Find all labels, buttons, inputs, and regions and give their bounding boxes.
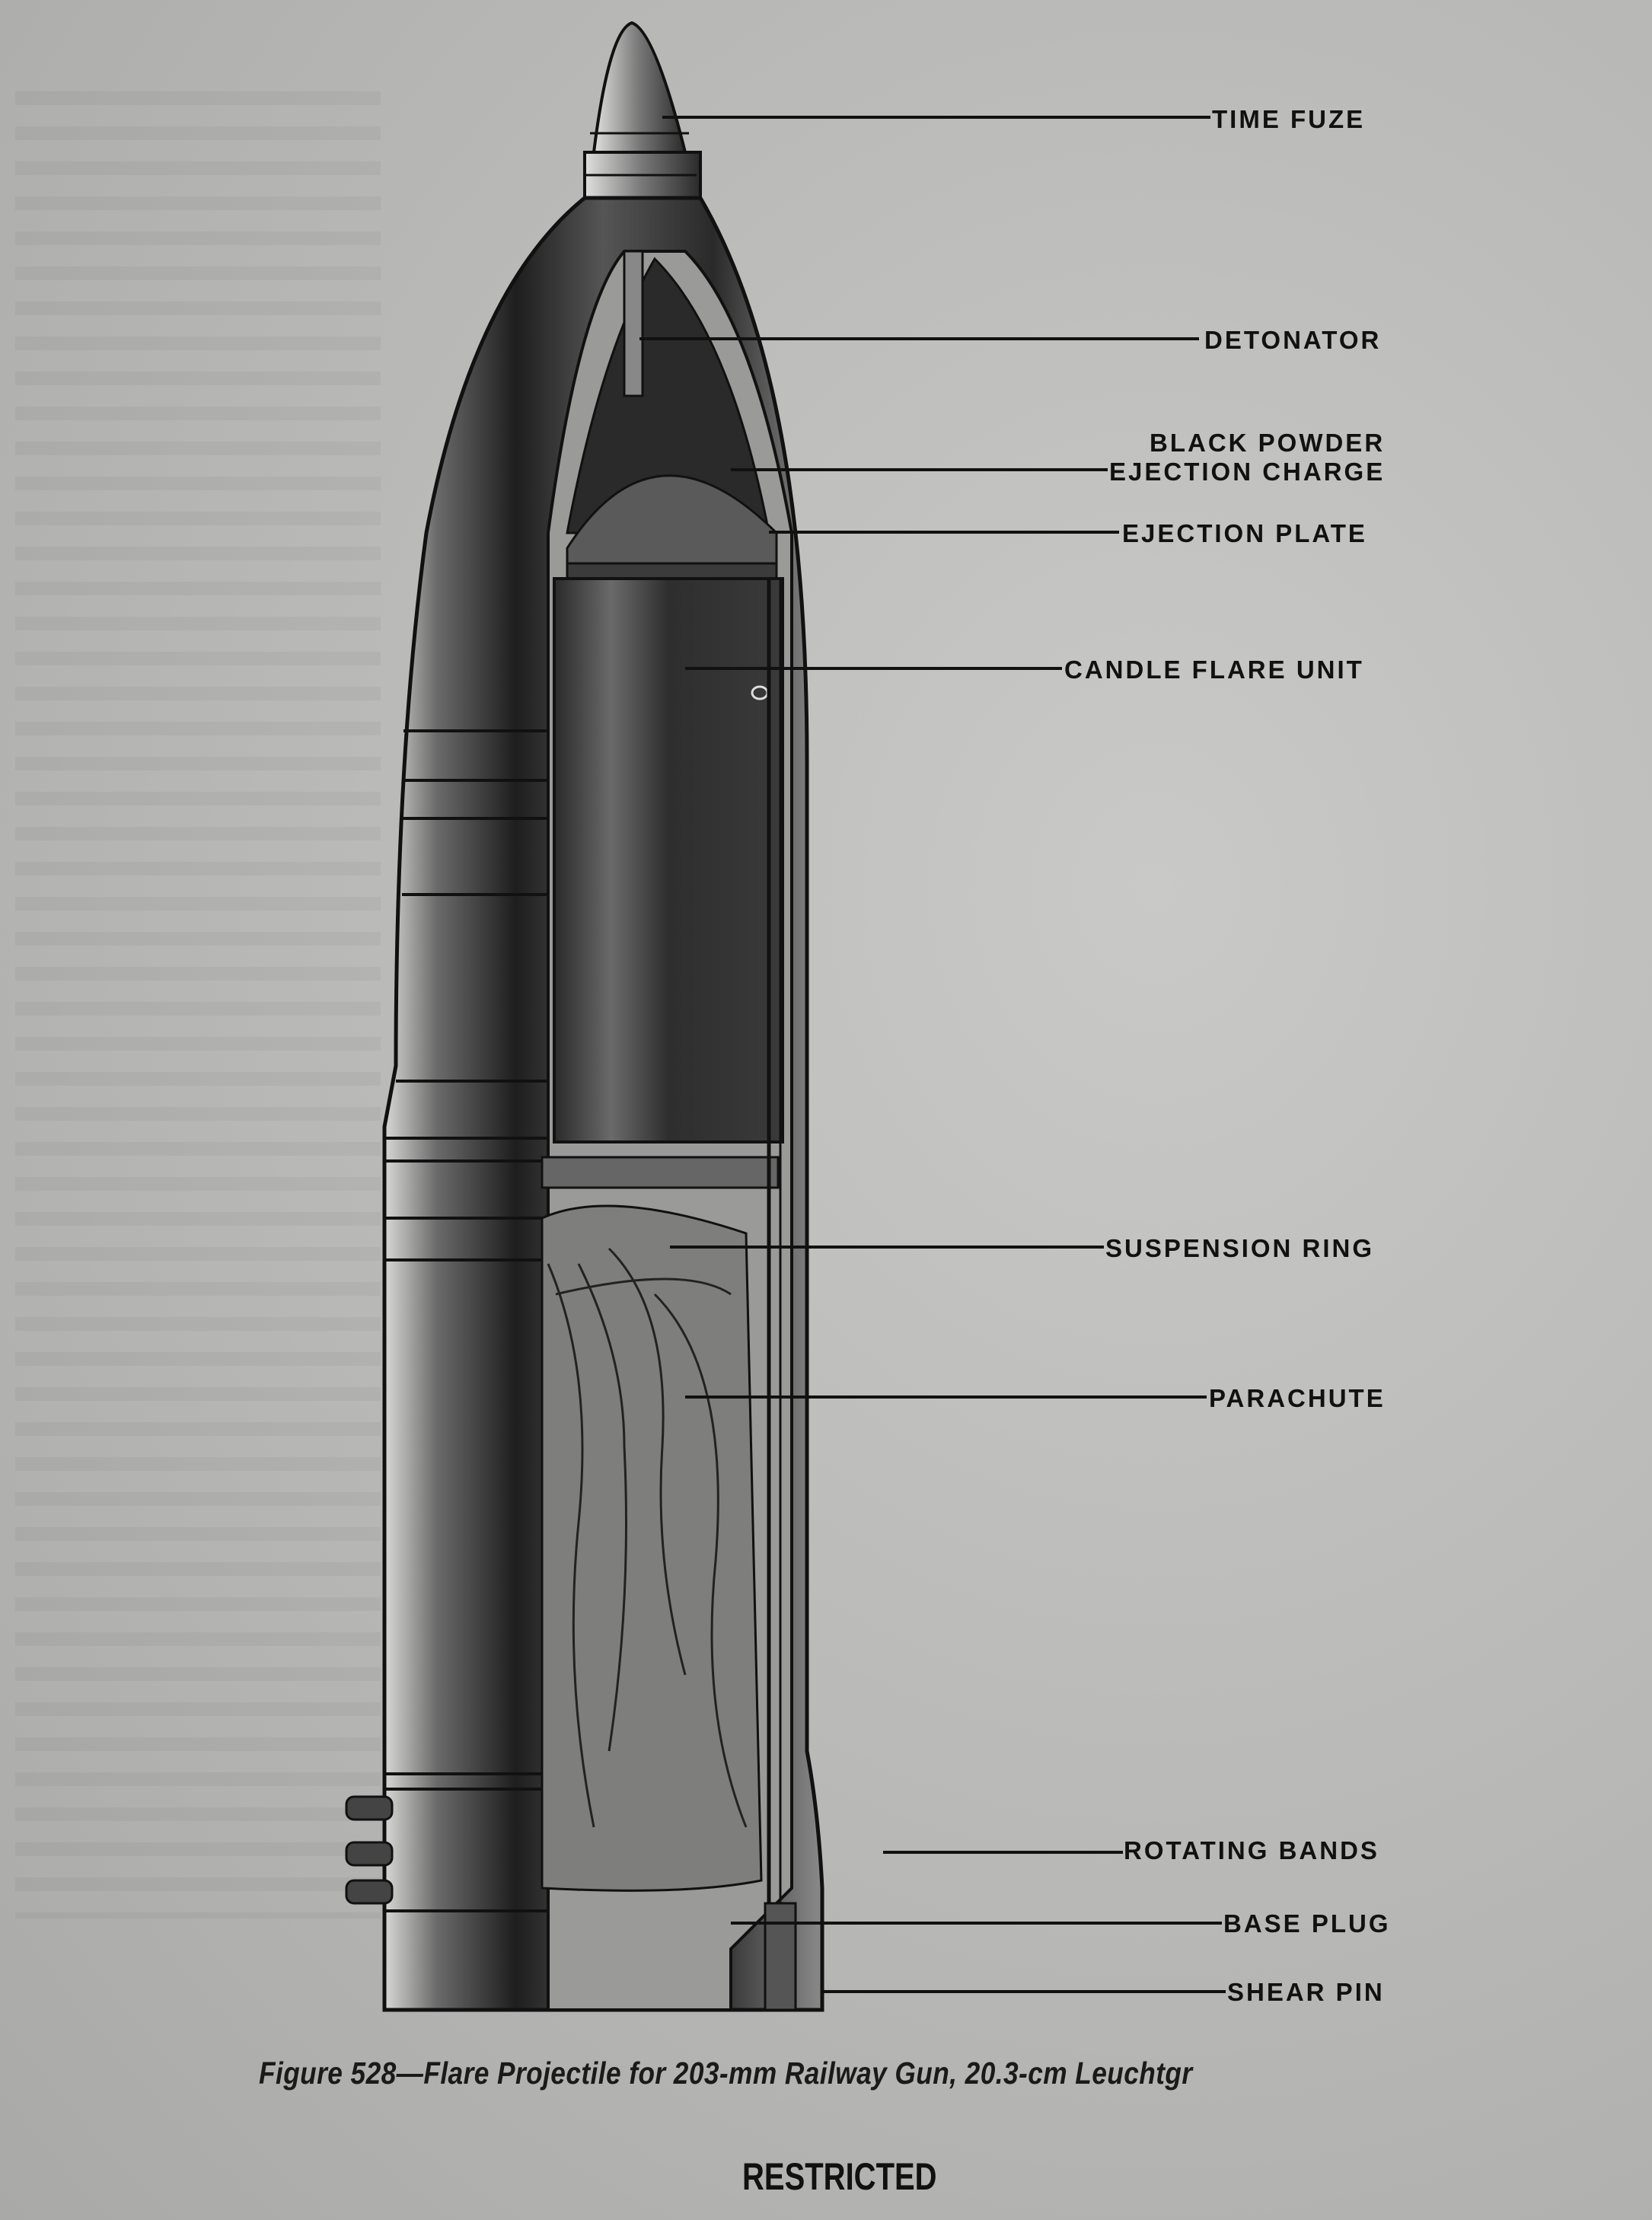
label-time-fuze: TIME FUZE: [1212, 105, 1366, 133]
label-ejection-plate: EJECTION PLATE: [1122, 519, 1367, 547]
leader-ejection-plate: [769, 531, 1119, 534]
leader-rotating-bands: [883, 1851, 1123, 1854]
rotating-band-ridges: [345, 1795, 394, 1905]
label-detonator: DETONATOR: [1204, 326, 1382, 354]
bleed-through-text: [15, 91, 381, 1919]
label-parachute: PARACHUTE: [1209, 1384, 1386, 1412]
label-black-powder: BLACK POWDER: [1150, 429, 1386, 457]
parachute-part: [541, 1204, 763, 1892]
leader-shear-pin: [822, 1990, 1226, 1993]
leader-detonator: [639, 337, 1199, 340]
label-rotating-bands: ROTATING BANDS: [1124, 1836, 1379, 1864]
base-plug-part: [764, 1902, 797, 2011]
leader-base-plug: [731, 1922, 1222, 1925]
leader-time-fuze: [662, 116, 1210, 119]
label-candle-flare-unit: CANDLE FLARE UNIT: [1064, 655, 1364, 684]
body-rings: [384, 729, 548, 1912]
figure-caption: Figure 528—Flare Projectile for 203-mm R…: [259, 2056, 1193, 2091]
leader-ejection-charge: [731, 468, 1108, 471]
label-shear-pin: SHEAR PIN: [1227, 1978, 1385, 2006]
leader-candle-flare-unit: [685, 667, 1062, 670]
time-fuze-part: [583, 21, 702, 199]
detonator-part: [623, 250, 644, 397]
suspension-ring-part: [541, 1156, 780, 1189]
classification-marking: RESTRICTED: [742, 2155, 937, 2198]
candle-flare-unit-part: [553, 577, 784, 1143]
leader-suspension-ring: [670, 1246, 1104, 1249]
label-suspension-ring: SUSPENSION RING: [1105, 1234, 1375, 1262]
label-base-plug: BASE PLUG: [1223, 1909, 1391, 1938]
ejection-plate-part: [566, 562, 778, 580]
leader-parachute: [685, 1395, 1207, 1399]
label-ejection-charge: EJECTION CHARGE: [1109, 458, 1386, 486]
